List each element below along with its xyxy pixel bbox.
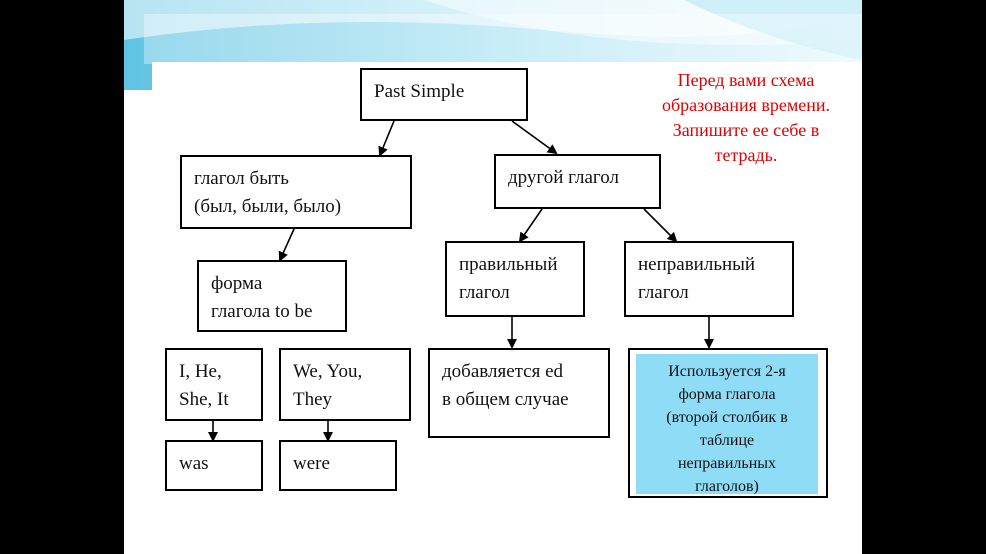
arrow-other-to-regular	[518, 208, 543, 243]
node-plural-pronouns: We, You, They	[279, 348, 411, 421]
node-irregular-verb: неправильный глагол	[624, 241, 794, 317]
arrow-be-to-form	[278, 228, 295, 262]
node-regular-verb: правильный глагол	[445, 241, 585, 317]
node-singular-pronouns: I, He, She, It	[165, 348, 263, 421]
node-verb-to-be: глагол быть (был, были, было)	[180, 155, 412, 229]
node-irregular-rule: Используется 2-я форма глагола (второй с…	[636, 354, 818, 495]
node-regular-rule: добавляется ed в общем случае	[428, 348, 610, 438]
arrow-past-to-other	[511, 120, 558, 155]
node-other-verb: другой глагол	[494, 154, 661, 209]
node-were: were	[279, 440, 397, 491]
arrow-other-to-irregular	[643, 208, 678, 243]
node-was: was	[165, 440, 263, 491]
node-form-to-be: форма глагола to be	[197, 260, 347, 332]
slide: Past Simple глагол быть (был, были, было…	[124, 0, 862, 554]
arrow-past-to-be	[378, 120, 395, 157]
node-irregular-rule-frame: Используется 2-я форма глагола (второй с…	[628, 348, 828, 498]
slide-banner-decoration	[124, 0, 862, 90]
diagram-connectors	[208, 120, 714, 442]
instruction-note: Перед вами схема образования времени. За…	[661, 70, 831, 165]
node-past-simple: Past Simple	[360, 68, 528, 121]
